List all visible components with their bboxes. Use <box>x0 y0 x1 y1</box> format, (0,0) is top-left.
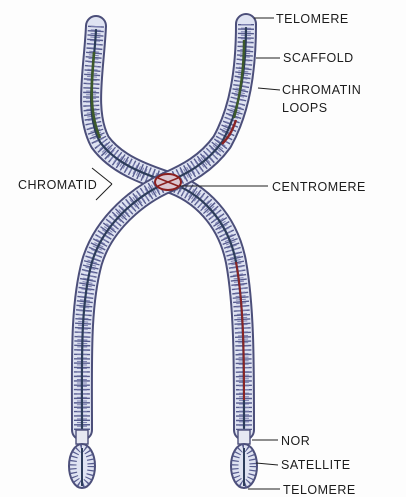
label-nor: NOR <box>281 434 310 448</box>
satellite-right <box>231 430 257 488</box>
label-chromatin-loops-2: LOOPS <box>282 101 328 115</box>
label-telomere-top: TELOMERE <box>276 12 349 26</box>
satellite-left <box>69 430 95 488</box>
label-chromatin-loops-1: CHROMATIN <box>282 83 361 97</box>
label-scaffold: SCAFFOLD <box>283 51 354 65</box>
label-chromatid: CHROMATID <box>18 178 97 192</box>
label-centromere: CENTROMERE <box>272 180 366 194</box>
label-telomere-bottom: TELOMERE <box>283 483 356 497</box>
label-satellite: SATELLITE <box>281 458 351 472</box>
